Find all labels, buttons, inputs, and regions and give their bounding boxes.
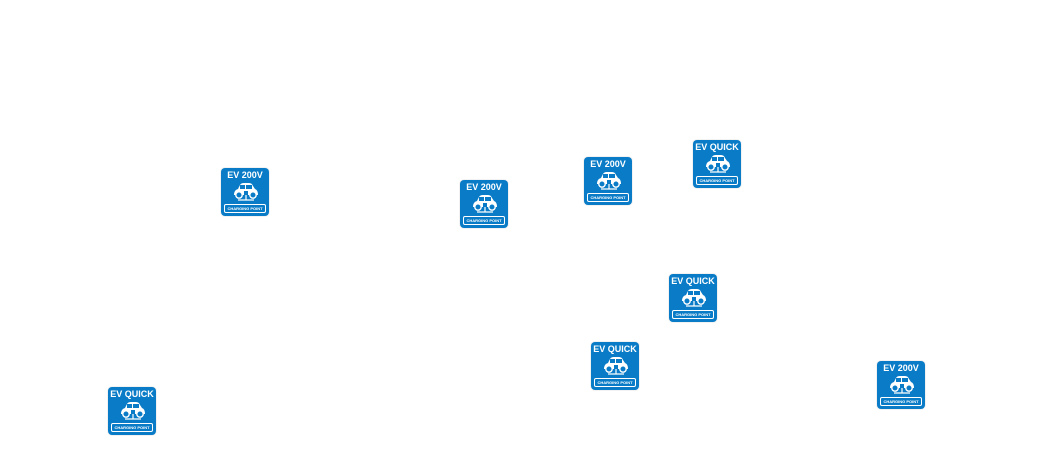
marker-label: CHARGING POINT (224, 204, 266, 213)
ev-car-charging-icon (121, 402, 145, 420)
marker-type: EV QUICK (671, 276, 715, 286)
ev-car-charging-icon (682, 289, 706, 307)
ev-car-charging-icon (234, 183, 258, 201)
charging-marker[interactable]: EV QUICK CHARGING POINT (669, 274, 717, 322)
marker-type: EV 200V (590, 159, 626, 169)
marker-type: EV QUICK (110, 389, 154, 399)
ev-car-charging-icon (604, 357, 628, 375)
marker-label: CHARGING POINT (672, 310, 714, 319)
ev-car-charging-icon (706, 155, 730, 173)
charging-marker[interactable]: EV 200V CHARGING POINT (221, 168, 269, 216)
marker-label: CHARGING POINT (587, 193, 629, 202)
marker-type: EV 200V (227, 170, 263, 180)
marker-type: EV QUICK (593, 344, 637, 354)
marker-label: CHARGING POINT (594, 378, 636, 387)
marker-type: EV 200V (466, 182, 502, 192)
charging-marker[interactable]: EV 200V CHARGING POINT (877, 361, 925, 409)
charging-marker[interactable]: EV QUICK CHARGING POINT (591, 342, 639, 390)
marker-label: CHARGING POINT (463, 216, 505, 225)
marker-type: EV 200V (883, 363, 919, 373)
marker-type: EV QUICK (695, 142, 739, 152)
ev-car-charging-icon (890, 376, 914, 394)
charging-marker[interactable]: EV 200V CHARGING POINT (460, 180, 508, 228)
ev-car-charging-icon (597, 172, 621, 190)
marker-label: CHARGING POINT (111, 423, 153, 432)
charging-marker[interactable]: EV QUICK CHARGING POINT (693, 140, 741, 188)
marker-label: CHARGING POINT (880, 397, 922, 406)
marker-label: CHARGING POINT (696, 176, 738, 185)
charging-marker[interactable]: EV 200V CHARGING POINT (584, 157, 632, 205)
ev-car-charging-icon (473, 195, 497, 213)
charging-marker[interactable]: EV QUICK CHARGING POINT (108, 387, 156, 435)
